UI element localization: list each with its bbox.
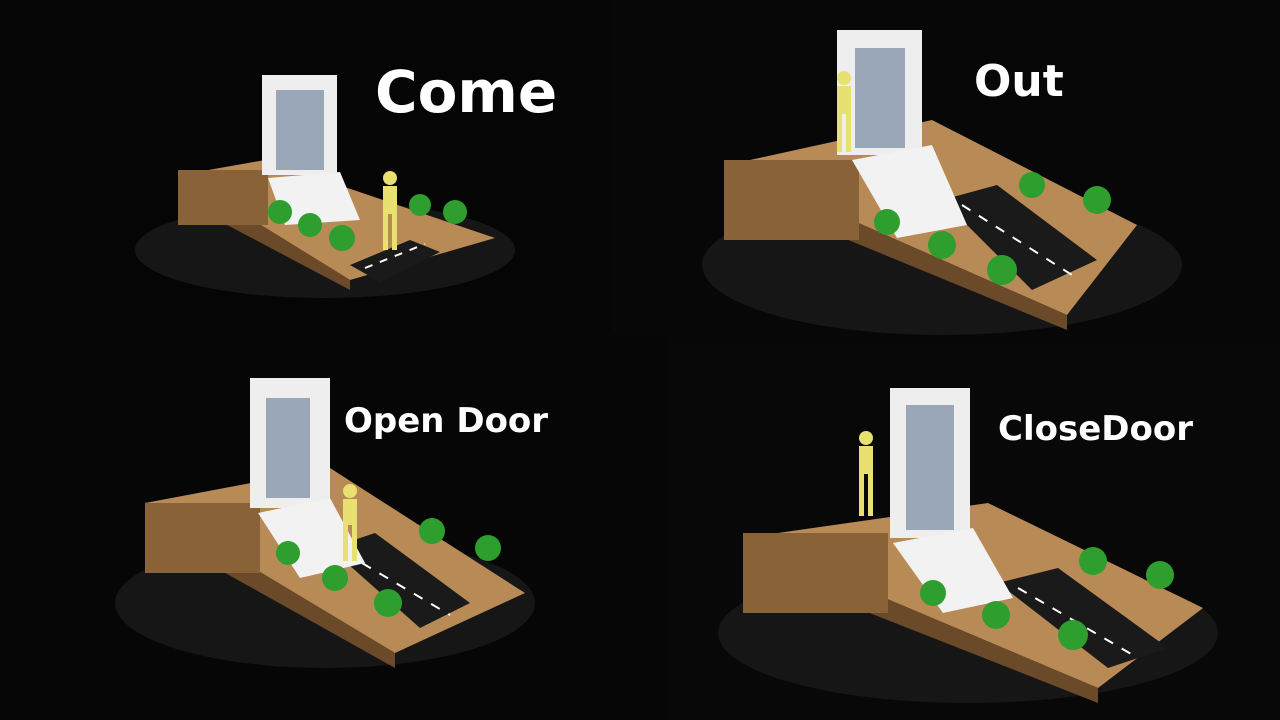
figure: [837, 71, 851, 152]
shop-block: [178, 170, 268, 225]
diorama-scene: [115, 378, 535, 668]
panel-open-door: Open Door: [0, 333, 668, 720]
shop-block: [743, 533, 888, 613]
caption-close-door: CloseDoor: [998, 409, 1193, 449]
shop-block: [145, 503, 260, 573]
road: [942, 185, 1097, 290]
road: [330, 533, 470, 628]
panel-come: Come: [0, 0, 612, 333]
figure: [343, 484, 357, 561]
grass-clumps: [268, 194, 467, 251]
figure: [383, 171, 397, 250]
diorama-scene: [135, 75, 515, 298]
door-glass: [855, 48, 905, 148]
caption-out: Out: [974, 56, 1064, 107]
grass-clumps: [874, 172, 1111, 285]
door-glass: [906, 405, 954, 530]
door-glass: [266, 398, 310, 498]
caption-come: Come: [375, 58, 558, 126]
stairs: [852, 145, 967, 238]
diorama-scene: [702, 30, 1182, 335]
figure: [859, 431, 873, 516]
door-glass: [276, 90, 324, 170]
stairs: [893, 528, 1013, 613]
grass-clumps: [920, 547, 1174, 650]
road-lane: [961, 204, 1073, 276]
caption-open-door: Open Door: [344, 401, 549, 441]
panel-out: Out: [612, 0, 1280, 388]
grass-clumps: [276, 518, 501, 617]
stairs: [258, 498, 365, 578]
diorama-scene: [718, 388, 1218, 703]
road: [998, 568, 1168, 668]
panel-close-door: CloseDoor: [668, 343, 1280, 720]
road-lane: [364, 243, 426, 269]
shop-block: [724, 160, 859, 240]
road: [350, 240, 440, 282]
